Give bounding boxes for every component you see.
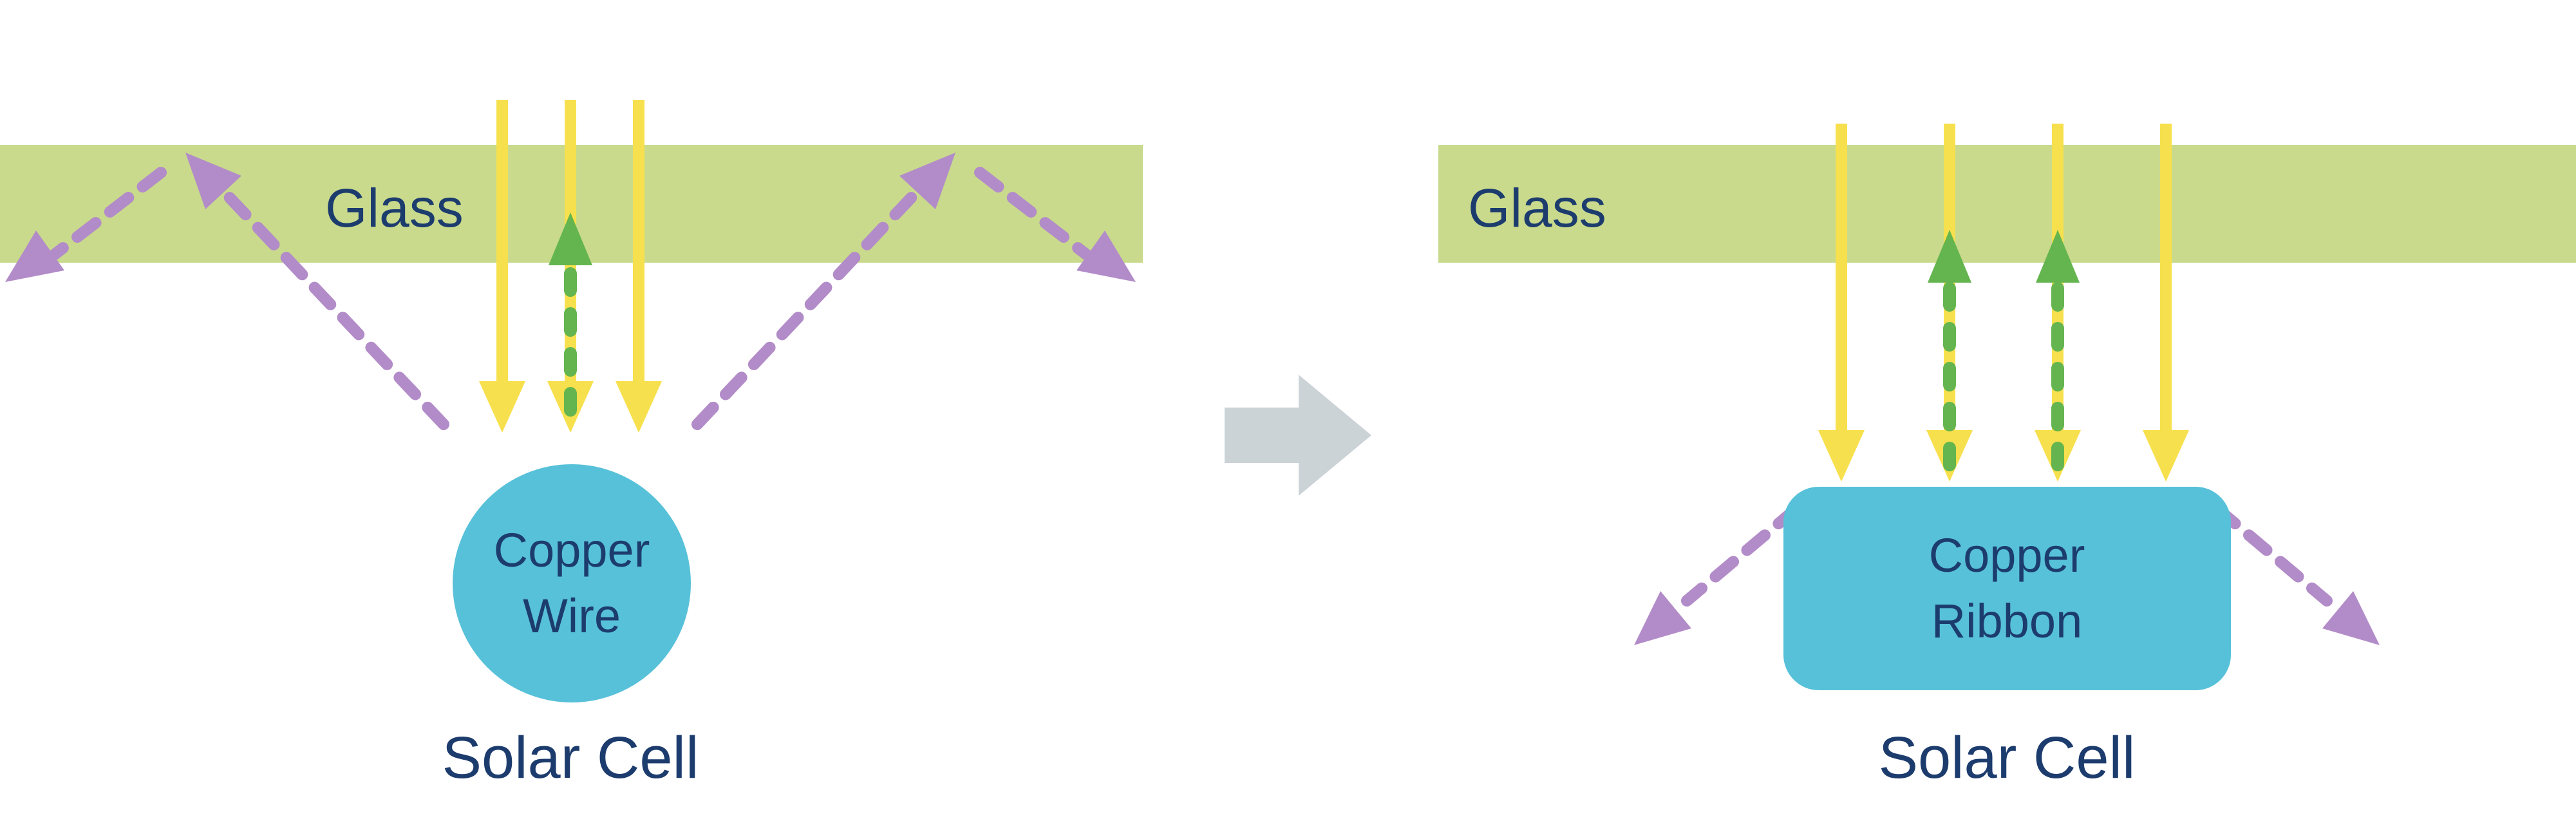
down-arrowhead-icon	[2143, 430, 2189, 482]
sunlight-arrow	[1818, 124, 1865, 482]
dashed-arrow-shaft	[221, 189, 449, 430]
captured-reflection-arrow	[1928, 230, 1971, 484]
solar-cell-label: Solar Cell	[1879, 725, 2136, 791]
diagonal-arrowhead-icon	[1634, 591, 1691, 645]
solar-cell-label: Solar Cell	[442, 725, 699, 791]
dashed-arrow-shaft	[1681, 503, 1802, 607]
sunlight-arrow	[479, 100, 525, 433]
left-panel: Glass Copper Wire Solar Cell	[0, 100, 1143, 791]
down-arrowhead-icon	[616, 381, 662, 433]
escaped-reflection-arrow-left	[1634, 503, 1802, 645]
glass-layer	[1438, 145, 2576, 263]
copper-wire-shape	[453, 464, 691, 702]
glass-label: Glass	[1468, 178, 1606, 238]
up-arrowhead-icon	[549, 212, 592, 265]
dashed-arrow-shaft	[49, 167, 167, 260]
glass-label: Glass	[325, 178, 464, 238]
conductor-label-line1: Copper	[1929, 529, 2085, 582]
copper-ribbon-shape	[1783, 487, 2231, 690]
captured-reflection-arrow	[2036, 230, 2080, 484]
up-arrowhead-icon	[2036, 230, 2080, 283]
captured-reflection-arrow	[549, 212, 592, 431]
diagonal-arrowhead-icon	[5, 231, 64, 282]
diagonal-arrowhead-icon	[2322, 591, 2380, 645]
conductor-label-line2: Ribbon	[1932, 594, 2083, 648]
diagonal-arrowhead-icon	[185, 153, 241, 209]
diagonal-arrowhead-icon	[899, 153, 955, 209]
up-arrowhead-icon	[1928, 230, 1971, 283]
right-panel: Glass Copper Ribbon Solar Cell	[1438, 124, 2576, 791]
conductor-label-line1: Copper	[494, 523, 650, 577]
conductor-label-line2: Wire	[523, 589, 621, 643]
dashed-arrow-shaft	[691, 189, 920, 430]
escaped-reflection-arrow-left	[5, 153, 449, 430]
dashed-arrow-shaft	[974, 167, 1092, 260]
down-arrowhead-icon	[479, 381, 525, 433]
down-arrowhead-icon	[1818, 430, 1865, 482]
sunlight-arrow	[2143, 124, 2189, 482]
sunlight-arrow	[616, 100, 662, 433]
diagonal-arrowhead-icon	[1076, 231, 1136, 282]
dashed-arrow-shaft	[2212, 503, 2333, 607]
escaped-reflection-arrow-right	[2212, 503, 2380, 645]
escaped-reflection-arrow-right	[691, 153, 1136, 430]
transition-right-arrow-icon	[1225, 375, 1371, 496]
